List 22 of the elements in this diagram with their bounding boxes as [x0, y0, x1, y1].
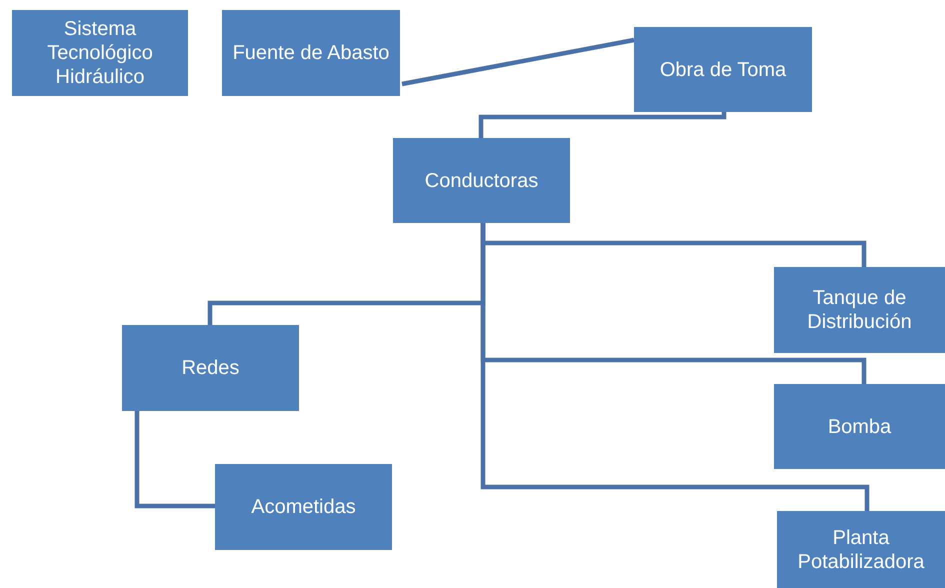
process-box: [222, 10, 400, 96]
process-box: [12, 10, 188, 96]
node-label: Sistema Tecnológico Hidráulico: [46, 17, 154, 89]
connector-line: [480, 223, 870, 511]
node-label: Redes: [182, 356, 240, 380]
node-label: Conductoras: [424, 168, 538, 192]
connector-line: [478, 112, 726, 138]
connector-line: [134, 411, 215, 508]
node-label: Planta Potabilizadora: [796, 526, 926, 574]
process-box: [634, 27, 812, 112]
node-label: Fuente de Abasto: [232, 41, 390, 65]
node-label: Acometidas: [251, 495, 356, 519]
node-label: Obra de Toma: [660, 58, 786, 82]
process-box: [215, 464, 392, 550]
process-box: [777, 511, 945, 588]
connector-line: [402, 38, 634, 86]
process-box: [774, 384, 945, 469]
node-label: Tanque de Distribución: [806, 286, 913, 334]
process-box: [122, 325, 299, 411]
process-box: [393, 138, 570, 223]
node-label: Bomba: [828, 414, 892, 438]
process-box: [774, 267, 945, 353]
